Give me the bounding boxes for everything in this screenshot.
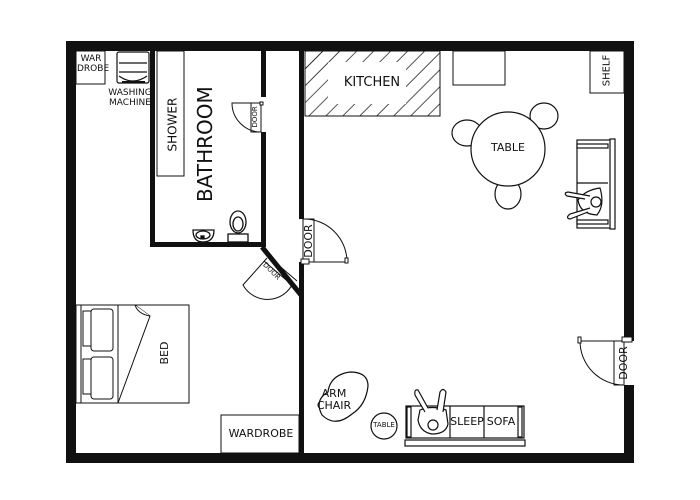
washing-machine-line1: WASHING [108, 88, 152, 98]
bedroom-door[interactable] [242, 256, 298, 300]
toilet [227, 210, 249, 243]
sleep-sofa-word2: SOFA [486, 415, 516, 428]
wardrobe [220, 414, 300, 454]
washing-machine-line2: MACHINE [109, 97, 151, 108]
arm-chair-line1: ARM [321, 387, 347, 400]
armchair-sofa-right [564, 138, 616, 230]
shower-label: SHOWER [165, 97, 180, 152]
partition-wall [260, 51, 304, 453]
living-door[interactable] [300, 218, 349, 265]
bathroom-label: BATHROOM [193, 86, 217, 202]
arm-chair [318, 371, 369, 422]
wardrobe-label: WARDROBE [228, 427, 294, 440]
dining-set [451, 102, 559, 210]
side-table-label: TABLE [373, 421, 395, 429]
bed [75, 304, 190, 404]
bathroom-door[interactable] [231, 101, 264, 133]
small-wardrobe-line1: WAR [80, 54, 102, 64]
living-door-label: DOOR [301, 224, 315, 258]
small-wardrobe-label: WAR DROBE [77, 54, 110, 75]
sleep-sofa-word1: SLEEP [450, 415, 484, 428]
sink [192, 229, 215, 243]
shelf-label: SHELF [601, 54, 613, 87]
kitchen-counter [304, 50, 441, 117]
small-wardrobe-line2: DROBE [77, 63, 110, 74]
sleep-sofa [404, 388, 526, 447]
side-table [370, 412, 398, 440]
shower [156, 50, 185, 177]
entrance-door-label: DOOR [616, 346, 630, 380]
bathroom-door-label: DOOR [251, 106, 260, 128]
arm-chair-line2: CHAIR [316, 399, 352, 413]
outer-walls [66, 41, 634, 463]
arm-chair-label: ARM CHAIR [312, 387, 356, 413]
dining-table-label: TABLE [490, 141, 525, 154]
kitchen-label: KITCHEN [343, 75, 401, 90]
entrance-door[interactable] [577, 336, 633, 386]
kitchen-cabinet [452, 50, 506, 86]
washing-machine-label: WASHING MACHINE [104, 88, 156, 109]
bathroom-walls [150, 51, 266, 247]
bed-label: BED [157, 341, 171, 365]
washing-machine [116, 51, 150, 84]
small-wardrobe [75, 50, 106, 85]
shelf [589, 50, 625, 94]
